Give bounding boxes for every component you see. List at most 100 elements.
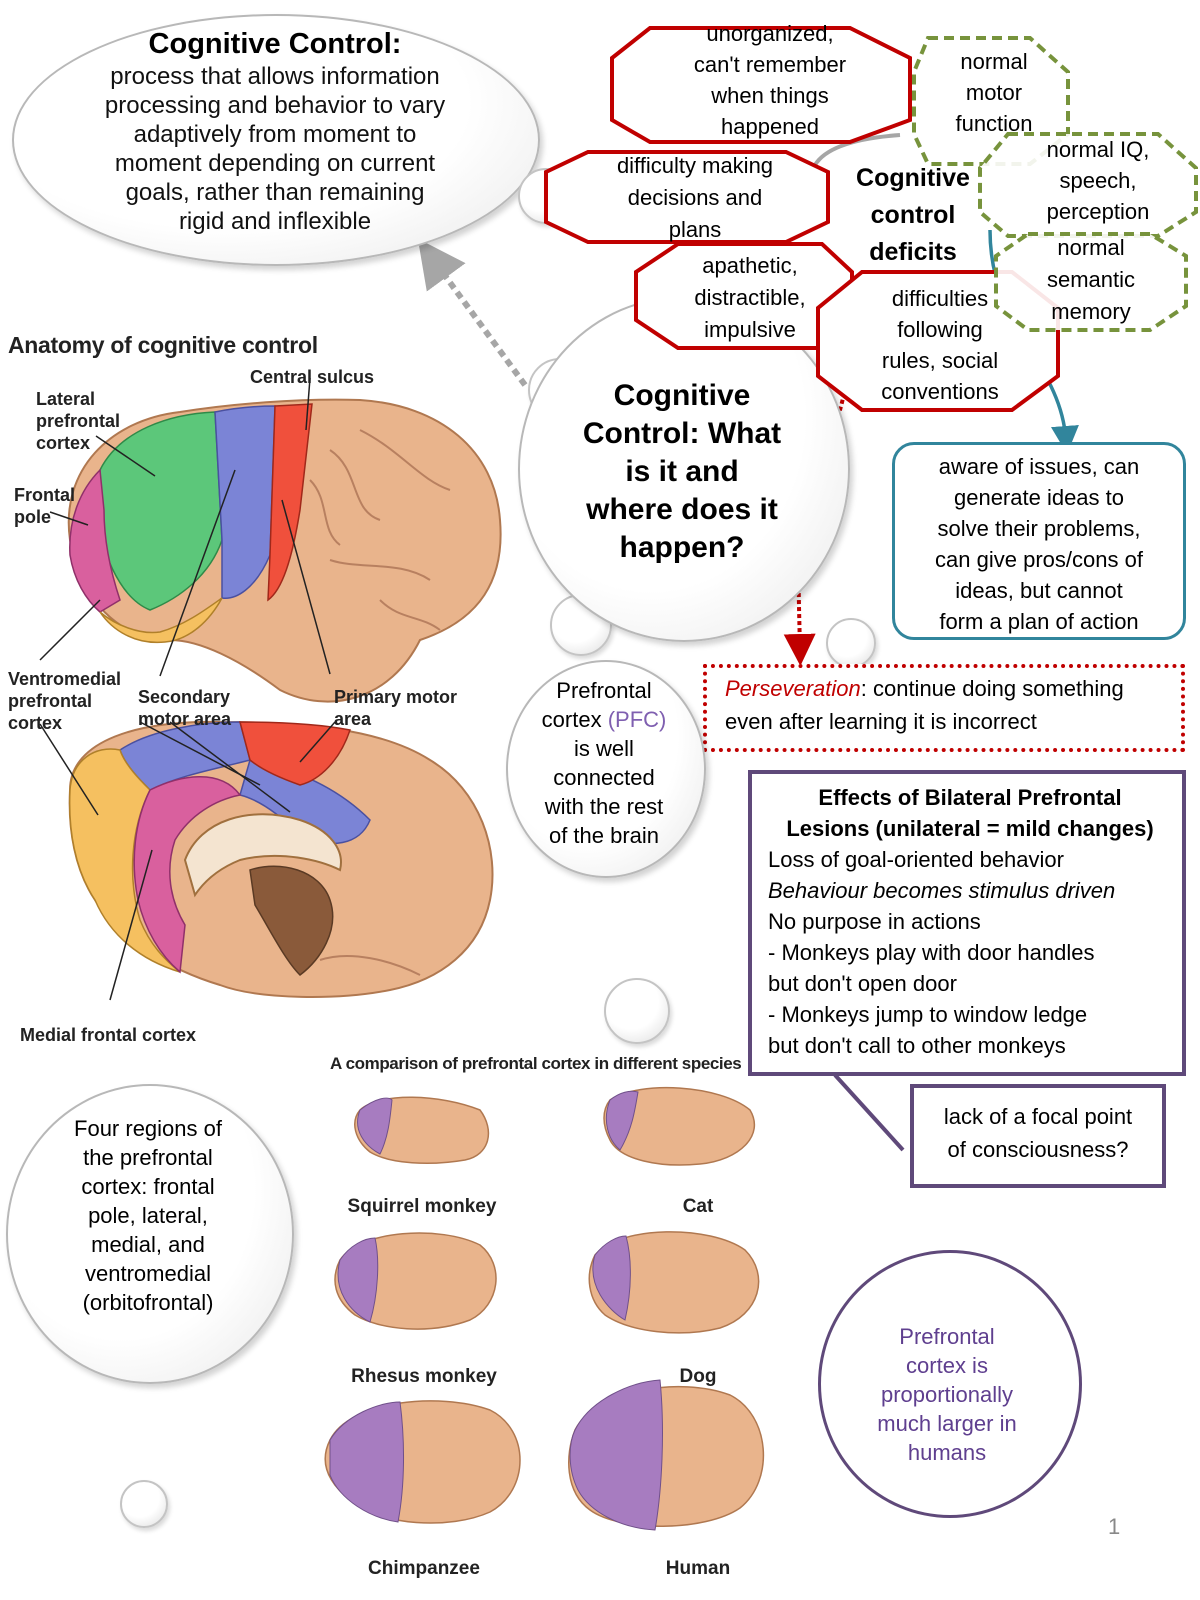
pfc-line: Prefrontal (556, 678, 652, 703)
pfc-abbrev: (PFC) (607, 707, 667, 732)
medial-region-cingulate-pink (133, 776, 242, 974)
decor-bubble (826, 618, 876, 668)
corpus-callosum (183, 813, 342, 898)
larger-line: Prefrontal (899, 1324, 995, 1349)
species-label-chimpanzee: Chimpanzee (368, 1558, 480, 1579)
label-central-sulcus: Central sulcus (250, 367, 375, 387)
pfc-bubble (506, 660, 706, 878)
four-regions-line: (orbitofrontal) (82, 1290, 214, 1315)
definition-line-5: goals, rather than remaining (125, 179, 425, 206)
four-regions-bubble (6, 1084, 294, 1384)
definition-line-3: adaptively from moment to (133, 121, 417, 148)
label-line: cortex (36, 433, 91, 453)
label-line: Secondary (138, 687, 231, 707)
deficits-title-line: deficits (869, 238, 957, 266)
deficit-line: decisions and (627, 185, 763, 210)
aware-line: can give pros/cons of (935, 547, 1143, 572)
larger-line: humans (907, 1440, 987, 1465)
label-line: Lateral (36, 389, 96, 409)
deficit-line: distractible, (694, 285, 806, 310)
definition-bubble (12, 14, 540, 266)
brain-human (568, 1379, 765, 1531)
pfc-line: connected (553, 765, 655, 790)
deficit-line: apathetic, (702, 253, 798, 278)
center-line-3: is it and (625, 455, 739, 488)
perseveration-line-2: even after learning it is incorrect (725, 709, 1037, 734)
deficit-line: when things (711, 83, 829, 108)
decor-bubble (604, 978, 670, 1044)
label-frontal-pole: Frontal pole (14, 484, 75, 528)
four-regions-text: Four regions of the prefrontal cortex: f… (20, 1114, 276, 1317)
pfc-line: is well (574, 736, 634, 761)
definition-line-2: processing and behavior to vary (104, 92, 446, 119)
larger-text: Prefrontal cortex is proportionally much… (828, 1322, 1066, 1467)
normal-line: perception (1046, 199, 1150, 224)
four-regions-line: ventromedial (85, 1261, 211, 1286)
normal-line: normal IQ, (1046, 137, 1150, 162)
pfc-line: with the rest (544, 794, 664, 819)
deficits-title: Cognitive control deficits (838, 160, 988, 271)
deficit-unorganized: unorganized, can't remember when things … (640, 18, 900, 142)
label-primary-motor: Primary motor area (334, 686, 457, 730)
lesions-title-1: Effects of Bilateral Prefrontal (818, 785, 1122, 810)
center-question-bubble (518, 296, 850, 642)
deficit-line: rules, social (881, 348, 999, 373)
brain-dog (588, 1231, 760, 1334)
deficits-title-line: control (870, 201, 956, 229)
focal-box: lack of a focal point of consciousness? (910, 1084, 1166, 1188)
green-octagon-iq (978, 132, 1198, 238)
focal-line: lack of a focal point (943, 1104, 1133, 1129)
label-line: area (334, 709, 372, 729)
label-line: pole (14, 507, 52, 527)
deficit-decisions: difficulty making decisions and plans (570, 150, 820, 246)
species-label-human: Human (665, 1558, 731, 1579)
region-lateral-pfc (99, 411, 223, 611)
species-label-cat: Cat (682, 1196, 714, 1217)
deficits-title-line: Cognitive (856, 164, 970, 192)
lesions-line: Loss of goal-oriented behavior (768, 847, 1064, 872)
gray-connector (813, 133, 901, 167)
center-line-4: where does it (586, 493, 778, 526)
comparison-title: A comparison of prefrontal cortex in dif… (330, 1054, 742, 1073)
normal-line: motor (965, 80, 1023, 105)
region-primary-motor (267, 403, 313, 602)
definition-title: Cognitive Control: (148, 28, 402, 60)
center-line-2: Control: What (582, 417, 782, 450)
larger-line: proportionally (880, 1382, 1014, 1407)
aware-line: ideas, but cannot (955, 578, 1123, 603)
label-ventromedial: Ventromedial prefrontal cortex (8, 668, 121, 734)
normal-line: normal (1057, 235, 1125, 260)
anatomy-title: Anatomy of cognitive control (8, 332, 318, 358)
brain-squirrel-monkey (354, 1096, 490, 1164)
region-ventromedial (99, 597, 223, 644)
larger-bubble (818, 1250, 1082, 1518)
aware-line: aware of issues, can (938, 454, 1140, 479)
lateral-brain-illustration (39, 377, 502, 1001)
lesions-title-2: Lesions (unilateral = mild changes) (786, 816, 1154, 841)
label-secondary-motor: Secondary motor area (138, 686, 231, 730)
species-label-dog: Dog (679, 1366, 717, 1387)
normal-iq: normal IQ, speech, perception (1010, 134, 1186, 227)
definition-line-1: process that allows information (110, 63, 440, 90)
lesions-line-italic: Behaviour becomes stimulus driven (768, 878, 1116, 903)
gray-dashed-arrow (417, 238, 528, 387)
center-question-text: Cognitive Control: What is it and where … (545, 377, 819, 567)
normal-line: semantic (1046, 267, 1136, 292)
normal-line: speech, (1059, 168, 1137, 193)
label-line: prefrontal (8, 691, 93, 711)
region-frontal-pole (69, 468, 121, 613)
deficit-line: difficulty making (616, 153, 774, 178)
normal-motor: normal motor function (924, 46, 1064, 139)
medial-region-primary-motor (239, 721, 351, 786)
aware-line: form a plan of action (939, 609, 1139, 634)
lesions-line: - Monkeys jump to window ledge (768, 1002, 1088, 1027)
green-octagon-semantic (994, 232, 1188, 332)
deficit-line: plans (668, 217, 722, 242)
medial-region-medial-frontal (68, 748, 181, 973)
brain-rhesus-monkey (334, 1232, 497, 1330)
label-line: Ventromedial (8, 669, 122, 689)
aware-box: aware of issues, can generate ideas to s… (892, 442, 1186, 640)
red-octagon-unorganized (610, 26, 912, 144)
four-regions-line: Four regions of (74, 1116, 222, 1141)
